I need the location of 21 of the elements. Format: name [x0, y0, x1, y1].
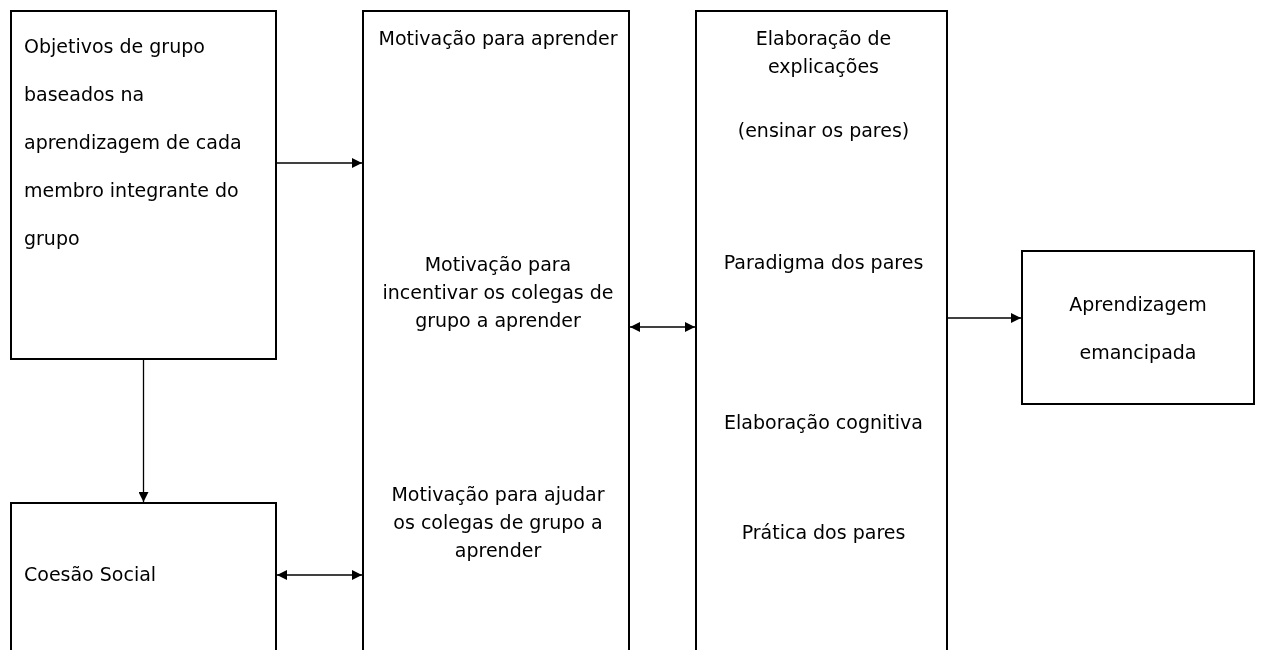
box-text: Motivação para aprender: [378, 26, 618, 51]
text-box: [362, 10, 630, 650]
box-text: Elaboração cognitiva: [723, 410, 924, 435]
text-box: [695, 10, 948, 650]
text-box: [10, 10, 277, 360]
box-text: Paradigma dos pares: [722, 250, 925, 275]
box-text: Motivação para ajudar os colegas de grupo a aprender: [390, 482, 606, 563]
arrow: [629, 322, 696, 332]
box-text: (ensinar os pares): [736, 118, 911, 143]
arrow: [276, 158, 363, 168]
box-text: Coesão Social: [24, 562, 158, 587]
box-text: Aprendizagem emancipada: [1068, 291, 1208, 365]
box-text: Objetivos de grupo baseados na aprendizagem de cada membro integrante do grupo: [24, 34, 243, 251]
box-text: Elaboração de explicações: [754, 26, 893, 79]
box-text: Motivação para incentivar os colegas de grupo a aprender: [381, 252, 615, 333]
arrow: [138, 359, 149, 503]
arrow: [276, 570, 363, 580]
text-box: [1021, 250, 1255, 405]
box-text: Prática dos pares: [740, 520, 907, 545]
arrow: [947, 313, 1022, 323]
text-box: [10, 502, 277, 650]
